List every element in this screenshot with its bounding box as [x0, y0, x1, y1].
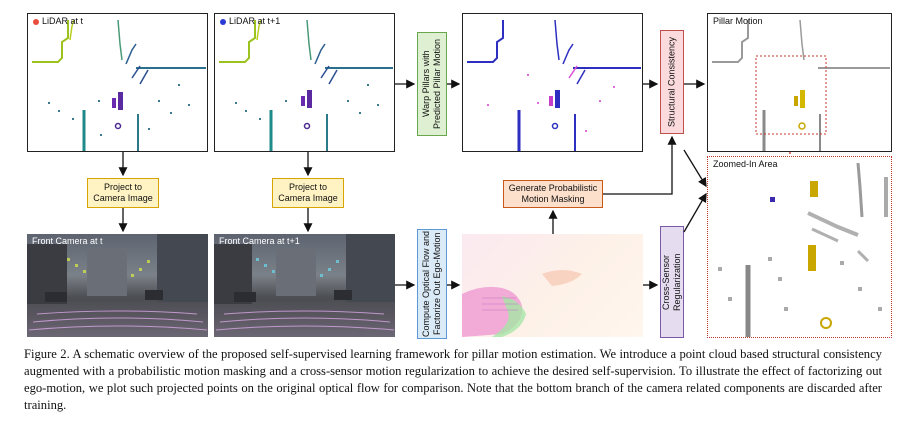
warp-pillars-box: Warp Pillars with Predicted Pillar Motio… — [417, 32, 447, 136]
figure-caption: Figure 2. A schematic overview of the pr… — [24, 346, 882, 414]
pillar-motion-label: Pillar Motion — [713, 16, 763, 26]
lidar-t-panel: LiDAR at t — [27, 13, 208, 152]
cross-sensor-regularization-box: Cross-Sensor Regularization — [660, 226, 684, 338]
blue-dot-icon — [220, 18, 226, 25]
zoomed-label: Zoomed-In Area — [713, 159, 778, 169]
caption-label: Figure 2. — [24, 347, 70, 361]
warped-pillars-panel — [462, 13, 643, 152]
camera-t1-scene — [214, 234, 395, 331]
motion-masking-box: Generate Probabilistic Motion Masking — [503, 180, 603, 208]
pillar-motion-panel: Pillar Motion — [707, 13, 892, 152]
structural-consistency-box: Structural Consistency — [660, 30, 684, 134]
lidar-t-label: LiDAR at t — [33, 16, 83, 26]
optical-flow-field — [462, 270, 582, 337]
camera-t-scene — [27, 234, 208, 331]
camera-t1-image: Front Camera at t+1 — [214, 234, 395, 337]
optical-flow-box: Compute Optical Flow and Factorize Out E… — [417, 229, 447, 339]
pillar-motion-plot — [712, 19, 890, 151]
zoomed-in-panel: Zoomed-In Area — [707, 156, 892, 338]
project-to-camera-box-1: Project to Camera Image — [87, 178, 159, 208]
optical-flow-image — [462, 234, 643, 337]
lidar-t1-panel: LiDAR at t+1 — [214, 13, 395, 152]
lidar-t-pointcloud — [32, 19, 206, 151]
project-to-camera-box-2: Project to Camera Image — [272, 178, 344, 208]
camera-t-image: Front Camera at t — [27, 234, 208, 337]
lidar-t1-label: LiDAR at t+1 — [220, 16, 280, 26]
zoomed-plot — [718, 162, 888, 337]
red-dot-icon — [33, 18, 39, 25]
caption-text: A schematic overview of the proposed sel… — [24, 347, 882, 412]
warped-pointcloud — [467, 19, 641, 151]
camera-t-label: Front Camera at t — [32, 236, 103, 246]
camera-t1-label: Front Camera at t+1 — [219, 236, 300, 246]
lidar-t1-pointcloud — [219, 19, 393, 151]
